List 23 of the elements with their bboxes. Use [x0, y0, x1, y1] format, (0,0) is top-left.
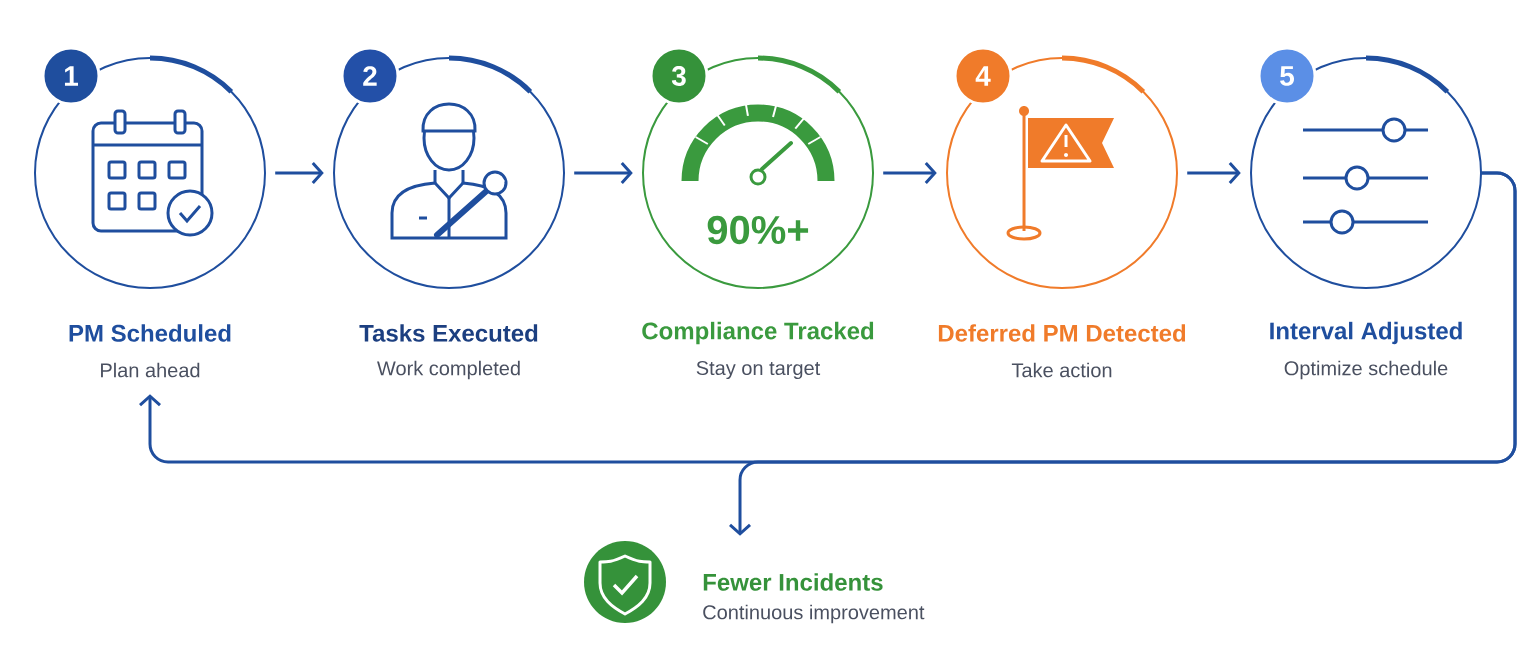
step-title: Deferred PM Detected: [938, 324, 1186, 342]
step-subtitle: Work completed: [377, 360, 520, 380]
number-badge: 1: [41, 46, 101, 106]
arrow: [729, 171, 1517, 536]
step-subtitle: Optimize schedule: [1284, 360, 1448, 380]
arrow: [883, 162, 937, 184]
number-badge: 2: [340, 46, 400, 106]
step-subtitle: Plan ahead: [101, 362, 200, 378]
number-badge: 5: [1257, 46, 1317, 106]
step-title: Compliance Tracked: [642, 321, 874, 345]
step-subtitle: Stay on target: [696, 360, 821, 380]
arrow: [574, 162, 633, 184]
step-title: Tasks Executed: [359, 324, 538, 342]
step-title: Interval Adjusted: [1270, 321, 1462, 345]
arrow: [275, 162, 324, 184]
step-subtitle: Take action: [1011, 362, 1112, 378]
arrow: [1187, 162, 1241, 184]
step-title: PM Scheduled: [69, 324, 231, 342]
percentage-text: 90%+: [707, 215, 809, 245]
number-badge: 4: [953, 46, 1013, 106]
outcome-subtitle: Continuous improvement: [703, 604, 925, 624]
number-badge: 3: [649, 46, 709, 106]
outcome-title: Fewer Incidents: [703, 573, 883, 591]
